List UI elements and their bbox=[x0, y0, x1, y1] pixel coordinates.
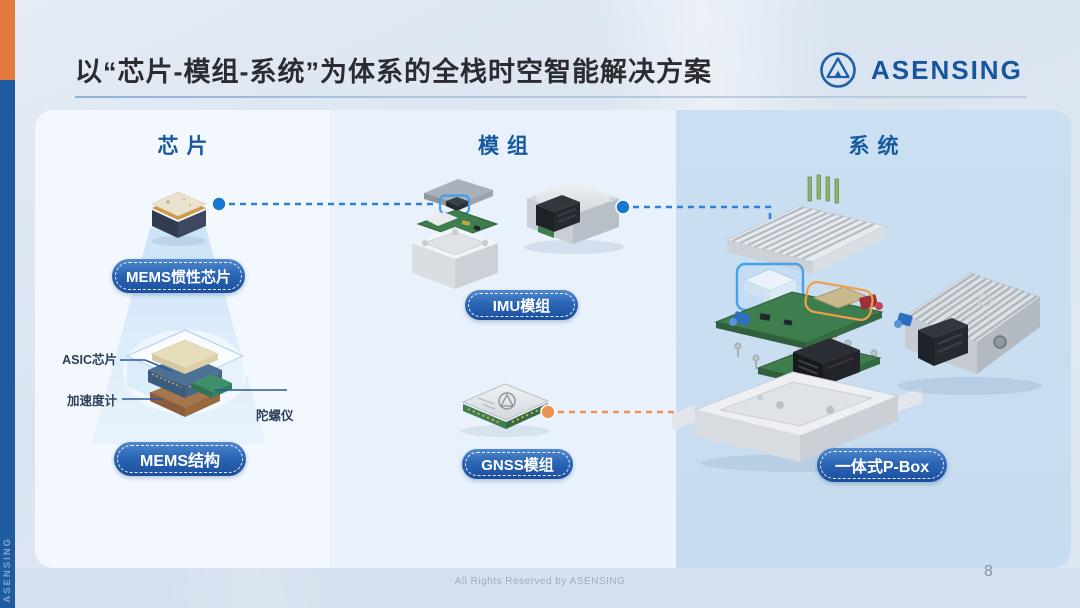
column-system-header: 系统 bbox=[848, 135, 907, 158]
page-title: 以“芯片-模组-系统”为体系的全栈时空智能解决方案 bbox=[75, 57, 712, 87]
brand-logo: ASENSING bbox=[818, 50, 1023, 90]
label-gyroscope: 陀螺仪 bbox=[256, 409, 294, 423]
side-stripe: ASENSING bbox=[0, 0, 15, 608]
label-asic-chip: ASIC芯片 bbox=[62, 353, 117, 367]
column-system: 系统 bbox=[676, 110, 1071, 568]
badge-mems-chip: MEMS惯性芯片 bbox=[112, 259, 245, 293]
column-module-header: 模组 bbox=[478, 135, 536, 158]
footer-strip bbox=[15, 568, 1080, 608]
badge-gnss-module: GNSS模组 bbox=[462, 449, 573, 479]
badge-pbox: 一体式P-Box bbox=[817, 448, 947, 482]
asensing-logo-icon bbox=[820, 52, 856, 88]
badge-imu-module: IMU模组 bbox=[465, 290, 578, 320]
column-module: 模组 bbox=[330, 110, 676, 568]
side-brand-vertical: ASENSING bbox=[2, 537, 13, 603]
copyright-text: All Rights Reserved by ASENSING bbox=[454, 576, 626, 587]
column-chip-header: 芯片 bbox=[157, 135, 216, 158]
column-chip: 芯片 bbox=[35, 110, 330, 568]
solution-panel: 芯片 模组 系统 bbox=[35, 110, 1071, 568]
brand-name: ASENSING bbox=[871, 54, 1023, 85]
title-underline bbox=[75, 96, 1027, 98]
page-number: 8 bbox=[984, 563, 993, 580]
side-stripe-orange bbox=[0, 0, 15, 80]
badge-mems-structure: MEMS结构 bbox=[114, 442, 246, 476]
label-accelerometer: 加速度计 bbox=[66, 394, 117, 408]
